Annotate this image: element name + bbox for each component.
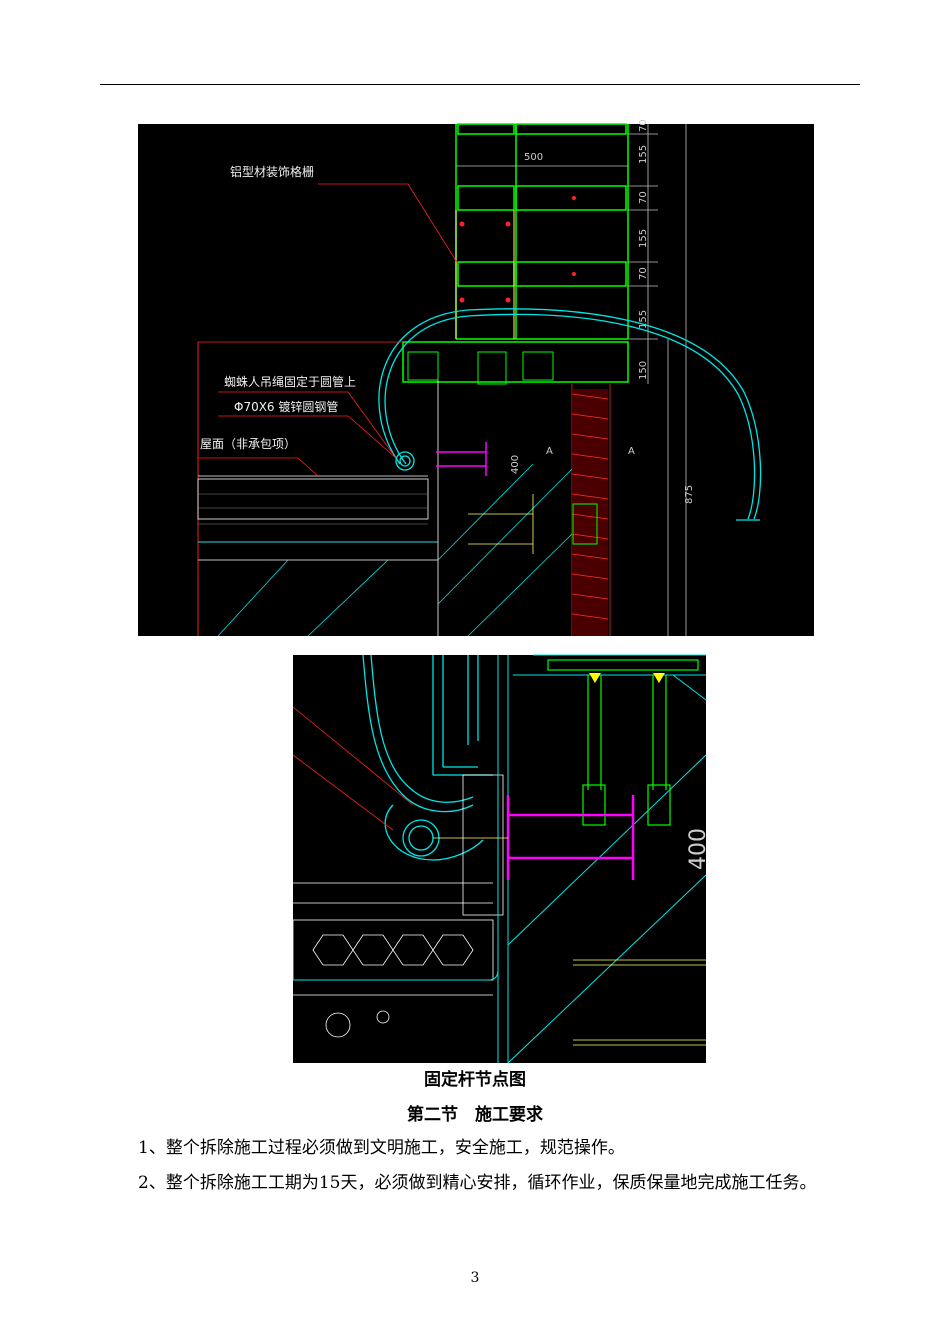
section-a-2: A <box>628 446 635 457</box>
dim-400: 400 <box>510 455 521 474</box>
dim-70-a: 70 <box>638 191 649 204</box>
label-roof: 屋面（非承包项） <box>200 437 296 451</box>
label-spider-rope: 蜘蛛人吊绳固定于圆管上 <box>224 374 356 389</box>
paragraph-1: 1、整个拆除施工过程必须做到文明施工，安全施工，规范操作。 <box>138 1138 625 1158</box>
dim-400-detail: 400 <box>686 828 711 870</box>
dim-150: 150 <box>638 361 649 380</box>
dim-70-b: 70 <box>638 267 649 280</box>
dim-155-b: 155 <box>638 229 649 248</box>
label-grille: 铝型材装饰格栅 <box>230 164 314 179</box>
cad-drawing-detail: 400 <box>292 654 711 1064</box>
header-rule <box>100 84 860 85</box>
section-a-1: A <box>546 446 553 457</box>
figure-caption: 固定杆节点图 <box>424 1070 526 1090</box>
dim-875: 875 <box>684 485 695 504</box>
dim-500: 500 <box>524 152 543 163</box>
paragraph-2: 2、整个拆除施工工期为15天，必须做到精心安排，循环作业，保质保量地完成施工任务… <box>138 1173 817 1193</box>
label-pipe: Φ70X6 镀锌圆钢管 <box>234 399 338 414</box>
page-number: 3 <box>470 1270 480 1286</box>
dim-155-a: 155 <box>638 145 649 164</box>
cad-drawing-overview: 500 155 70 155 70 155 150 875 70 <box>138 119 814 637</box>
dim-155-c: 155 <box>638 310 649 329</box>
section-title: 第二节 施工要求 <box>407 1105 543 1125</box>
dim-70-top: 70 <box>638 119 649 132</box>
